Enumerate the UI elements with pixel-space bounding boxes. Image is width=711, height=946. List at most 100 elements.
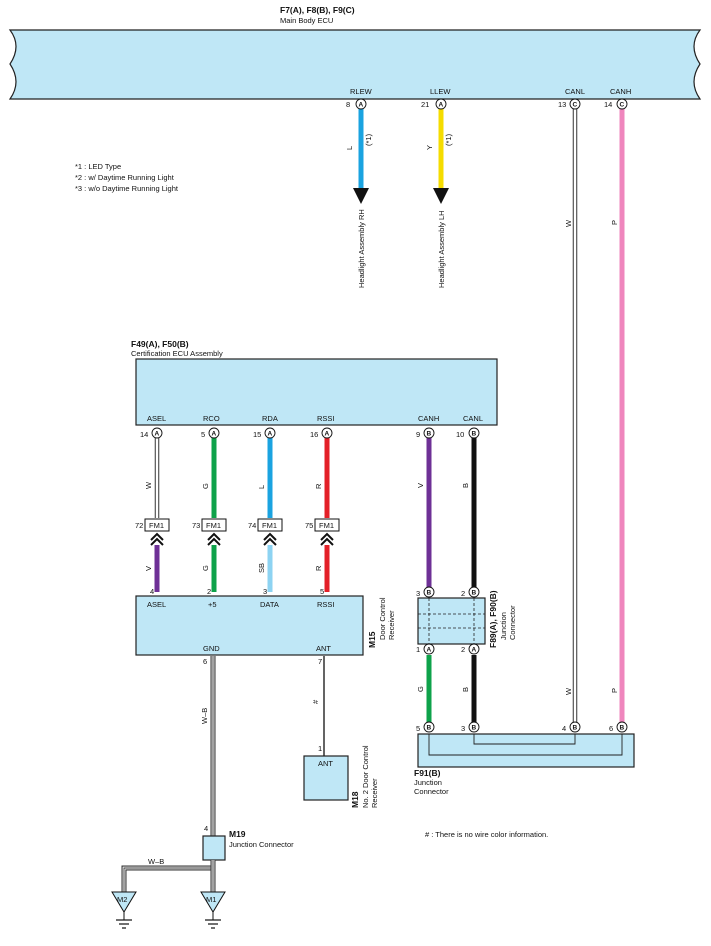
f89-circle-bot-left [423,643,435,655]
wire-note-rlew: (*1) [364,133,373,146]
color-rco-upper: G [201,483,210,489]
note-2: *2 : w/ Daytime Running Light [75,173,175,182]
pin-signal-rlew: RLEW [350,87,373,96]
wire-note-llew: (*1) [444,133,453,146]
cert-conn-10: B [472,431,477,438]
fm-chevron-72 [150,532,164,546]
pin-conn-13: C [573,102,578,109]
fm-chevron-73 [207,532,221,546]
f91-conn-2: B [472,725,477,732]
f89-conn-top-left: B [427,590,432,597]
pin-circle-13 [569,98,581,110]
f91-circle-1 [423,721,435,733]
ground-wire-color: W–B [148,857,164,866]
pin-num-14-top: 14 [604,100,612,109]
f91-circle-2 [468,721,480,733]
f89-num-bot-left: 1 [416,645,420,654]
f89-circle-top-left [423,586,435,598]
receiver2-title: M18 [350,791,360,808]
fm-box-74 [257,518,283,532]
arrow-rlew [353,188,369,204]
cert-conn-5: A [212,431,217,438]
pin-num-21: 21 [421,100,429,109]
f91-bus-inner [473,734,576,745]
wire-color-canh-top: P [610,220,619,225]
color-asel-lower: V [144,566,153,571]
recv-num-3: 3 [263,587,267,596]
m19-box [202,835,226,861]
wire-color-canl-lower: W [564,687,573,695]
f91-conn-3: B [573,725,578,732]
cert-ecu-name: Certification ECU Assembly [131,349,223,358]
junction-f91-box [417,733,635,768]
ground-m1: M1 [200,891,226,929]
fm-num-73: 73 [192,521,200,530]
fm-num-74: 74 [248,521,256,530]
recv-num-2: 2 [207,587,211,596]
recv-sig-asel: ASEL [147,600,166,609]
ground-m2: M2 [111,891,137,929]
fm1-connector-75: 75 FM1 [305,518,340,546]
wire-color-llew: Y [425,145,434,150]
pin-circle-8 [355,98,367,110]
f89-num-top-right: 2 [461,589,465,598]
cert-num-9: 9 [416,430,420,439]
door-receiver-title: M15 [367,631,377,648]
junction-f89-name-2: Connector [508,605,517,640]
fm1-connector-74: 74 FM1 [248,518,283,546]
receiver2-ant: ANT [318,759,333,768]
wire-color-rlew: L [345,146,354,150]
gnd-pin-num: 6 [203,657,207,666]
cert-conn-9: B [427,431,432,438]
f91-circle-3 [569,721,581,733]
cert-sig-rssi: RSSI [317,414,335,423]
f89-num-bot-right: 2 [461,645,465,654]
fm-box-75 [314,518,340,532]
fm1-connector-73: 73 FM1 [192,518,227,546]
cert-circle-14 [151,427,163,439]
door-receiver-name-2: Receiver [387,610,396,640]
m19-title: M19 [229,829,246,839]
wire-color-canl-top: W [564,219,573,227]
pin-signal-canh-top: CANH [610,87,631,96]
pin-num-13: 13 [558,100,566,109]
f91-num-4: 6 [609,724,613,733]
m18-pin-num: 1 [318,744,322,753]
wire-color-canh-lower: P [610,688,619,693]
f89-num-top-left: 3 [416,589,420,598]
recv-sig-rssi: RSSI [317,600,335,609]
junction-f89-title: F89(A), F90(B) [488,590,498,648]
ground-m1-triangle [200,891,226,913]
cert-num-10: 10 [456,430,464,439]
fm-box-73 [201,518,227,532]
color-canl-cert: B [461,483,470,488]
color-asel-upper: W [144,481,153,489]
color-rco-lower: G [201,565,210,571]
cert-sig-asel: ASEL [147,414,166,423]
junction-f91-name-2: Connector [414,787,449,796]
f89-color-left: G [416,686,425,692]
f91-num-1: 5 [416,724,420,733]
f89-conn-top-right: B [472,590,477,597]
pin-signal-llew: LLEW [430,87,451,96]
cert-circle-5 [208,427,220,439]
ground-m2-triangle [111,891,137,913]
ground-m1-label: M1 [206,895,216,904]
cert-num-14: 14 [140,430,148,439]
f89-color-right: B [461,687,470,692]
fm-num-72: 72 [135,521,143,530]
door-receiver-name-1: Door Control [378,597,387,640]
fm-label-75: FM1 [319,521,334,530]
f91-conn-1: B [427,725,432,732]
ant-pin-num: 7 [318,657,322,666]
wire-ground-m2 [122,860,215,892]
cert-conn-15: A [268,431,273,438]
dest-headlight-lh: Headlight Assembly LH [437,210,446,288]
color-rssi-lower: R [314,565,323,571]
fm-label-72: FM1 [149,521,164,530]
f89-conn-bot-right: A [472,647,477,654]
fm-label-74: FM1 [262,521,277,530]
junction-f89-box [417,597,486,645]
